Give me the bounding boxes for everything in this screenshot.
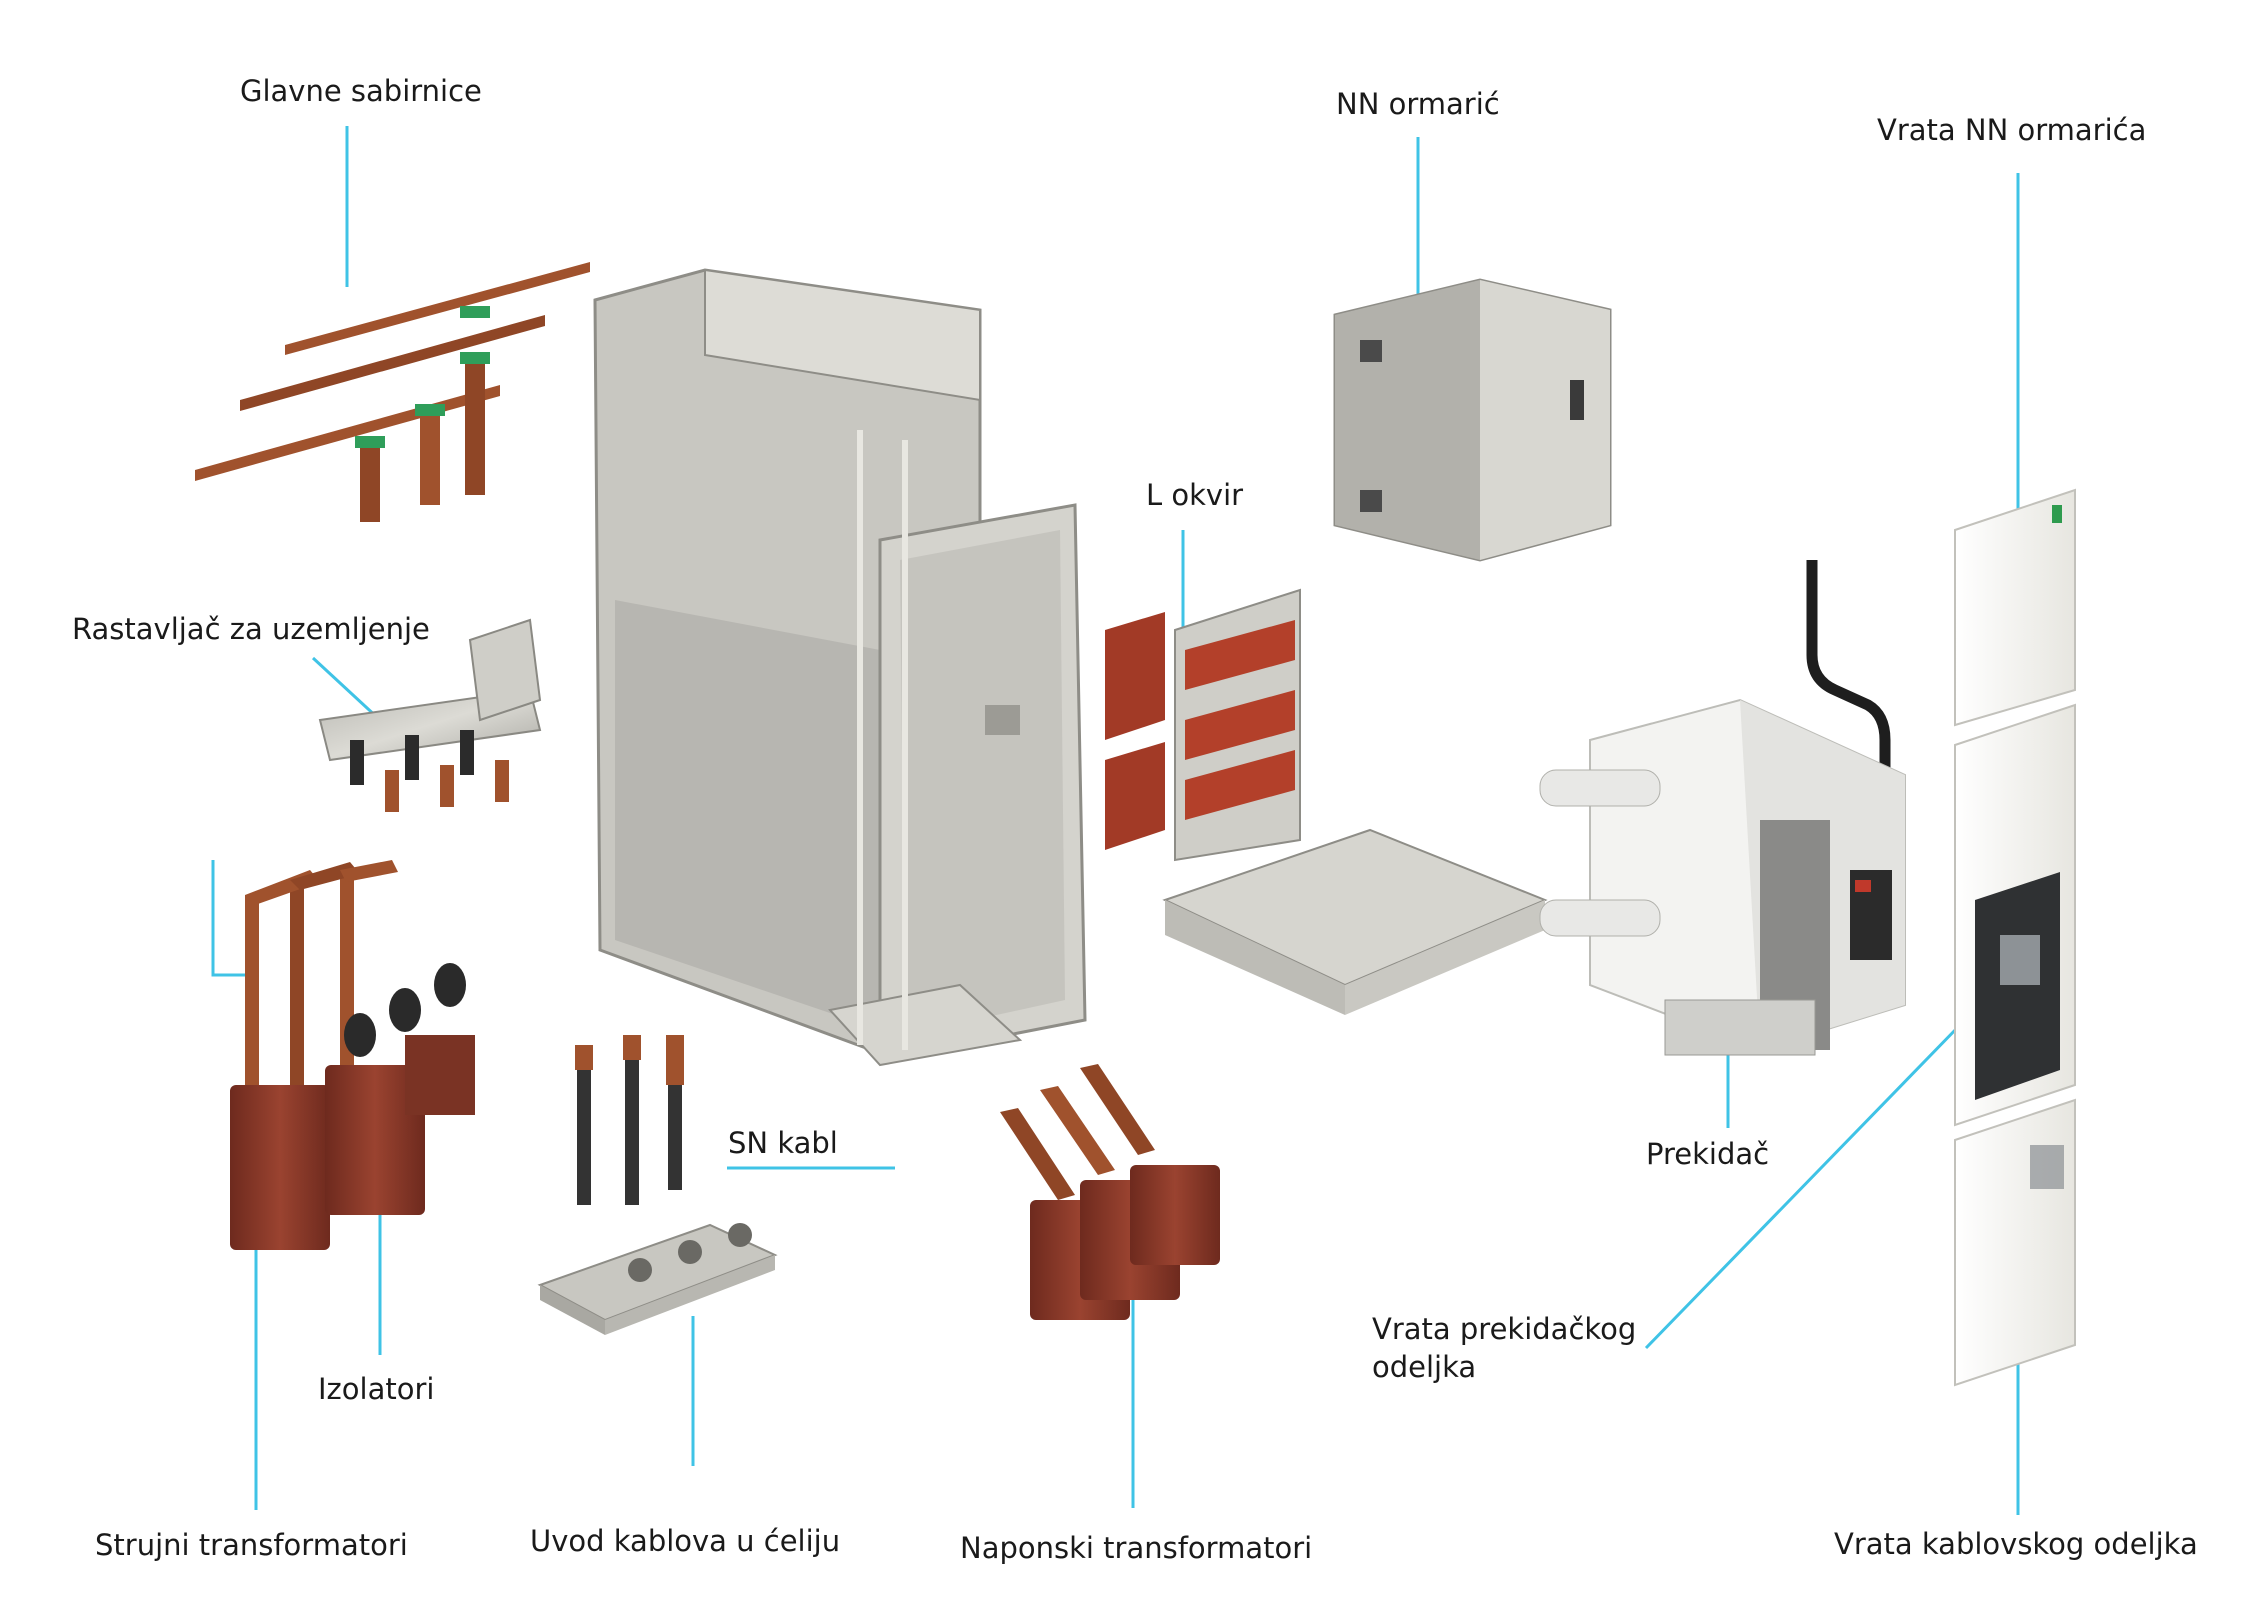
doors-artwork — [1954, 488, 2076, 1387]
l-frame-artwork — [1105, 588, 1548, 1015]
label-vrata-prekidackog-line1: Vrata prekidačkog — [1372, 1312, 1637, 1346]
label-vrata-prekidackog-line2: odeljka — [1372, 1350, 1477, 1384]
label-glavne-sabirnice: Glavne sabirnice — [240, 74, 482, 108]
main-cabinet-artwork — [593, 268, 1087, 1067]
label-nn-ormaric: NN ormarić — [1336, 87, 1500, 121]
label-strujni-transformatori: Strujni transformatori — [95, 1528, 408, 1562]
label-vrata-kablovskog: Vrata kablovskog odeljka — [1834, 1527, 2198, 1561]
leader-vrata-prekidackog — [1644, 1023, 1962, 1350]
label-prekidac: Prekidač — [1646, 1137, 1770, 1171]
voltage-transformers-artwork — [1000, 1064, 1220, 1320]
main-busbars-artwork — [195, 262, 590, 522]
current-transformers-artwork — [230, 860, 475, 1250]
cable-entry-artwork — [537, 1223, 778, 1335]
leader-rastavljac — [311, 656, 382, 722]
lv-compartment-artwork — [1333, 278, 1612, 562]
earthing-switch-artwork — [318, 618, 542, 812]
label-rastavljac: Rastavljač za uzemljenje — [72, 612, 430, 646]
circuit-breaker-artwork — [1539, 560, 1906, 1056]
leader-strujni-top — [211, 860, 245, 977]
mv-cables-artwork — [575, 1035, 684, 1205]
label-sn-kabl: SN kabl — [728, 1126, 838, 1160]
label-izolatori: Izolatori — [318, 1372, 435, 1406]
label-naponski-transformatori: Naponski transformatori — [960, 1531, 1313, 1565]
label-vrata-nn-ormarica: Vrata NN ormarića — [1877, 113, 2147, 147]
label-l-okvir: L okvir — [1146, 478, 1244, 512]
label-uvod-kablova: Uvod kablova u ćeliju — [530, 1524, 841, 1558]
